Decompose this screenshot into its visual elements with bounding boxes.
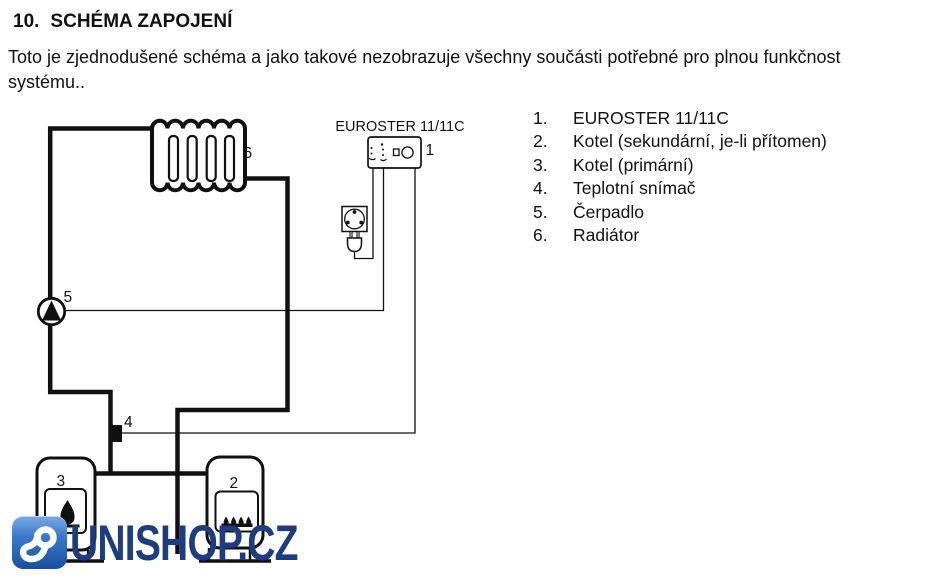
legend-item-label: Teplotní snímač [573,178,696,199]
thermostat-icon [367,136,422,169]
wire-pump [64,167,385,312]
legend-item-number: 3. [533,154,548,175]
intro-paragraph: Toto je zjednodušené schéma a jako takov… [8,45,841,94]
section-heading: 10. SCHÉMA ZAPOJENÍ [13,11,232,33]
section-number: 10. [13,11,40,32]
wire-power [353,167,374,260]
pipe-return [175,176,290,554]
wire-sensor [122,167,416,434]
legend-item-number: 5. [533,201,548,222]
legend-item: 3. Kotel (primární) [533,154,827,177]
legend-list: 1. EUROSTER 11/11C 2. Kotel (sekundární,… [533,107,827,247]
legend-item-label: EUROSTER 11/11C [573,108,729,128]
legend-item: 6. Radiátor [533,224,827,247]
device-title: EUROSTER 11/11C [335,119,464,135]
boiler-primary-icon [35,456,104,563]
burner-icon [221,516,253,527]
legend-item-label: Čerpadlo [573,201,645,222]
page-title: SCHÉMA ZAPOJENÍ [50,11,233,32]
temperature-sensor-icon [111,425,122,442]
legend-item: 2. Kotel (sekundární, je-li přítomen) [533,130,827,153]
pipe-supply [47,126,153,474]
legend-item-number: 6. [533,225,548,246]
legend-item: 1. EUROSTER 11/11C [533,107,827,130]
callout-boiler-secondary: 2 [230,475,239,492]
callout-thermostat: 1 [426,142,435,159]
pump-icon [36,296,67,327]
callout-boiler-primary: 3 [57,473,66,490]
callout-sensor: 4 [124,414,133,431]
callout-radiator: 6 [244,145,253,162]
legend-item-label: Kotel (primární) [573,154,694,175]
boiler-secondary-icon [199,455,271,563]
radiator-icon [150,118,247,193]
legend-item-label: Radiátor [573,225,640,246]
legend-item-number: 2. [533,131,548,152]
intro-line: systému.. [8,71,86,92]
legend-item: 5. Čerpadlo [533,201,827,224]
legend-item: 4. Teplotní snímač [533,177,827,200]
legend-item-number: 4. [533,178,548,199]
legend-item-number: 1. [533,108,548,128]
intro-line: Toto je zjednodušené schéma a jako takov… [8,47,841,67]
power-socket-icon [341,205,368,233]
callout-pump: 5 [64,289,73,306]
legend-item-label: Kotel (sekundární, je-li přítomen) [573,131,827,152]
power-plug-icon [346,230,363,253]
